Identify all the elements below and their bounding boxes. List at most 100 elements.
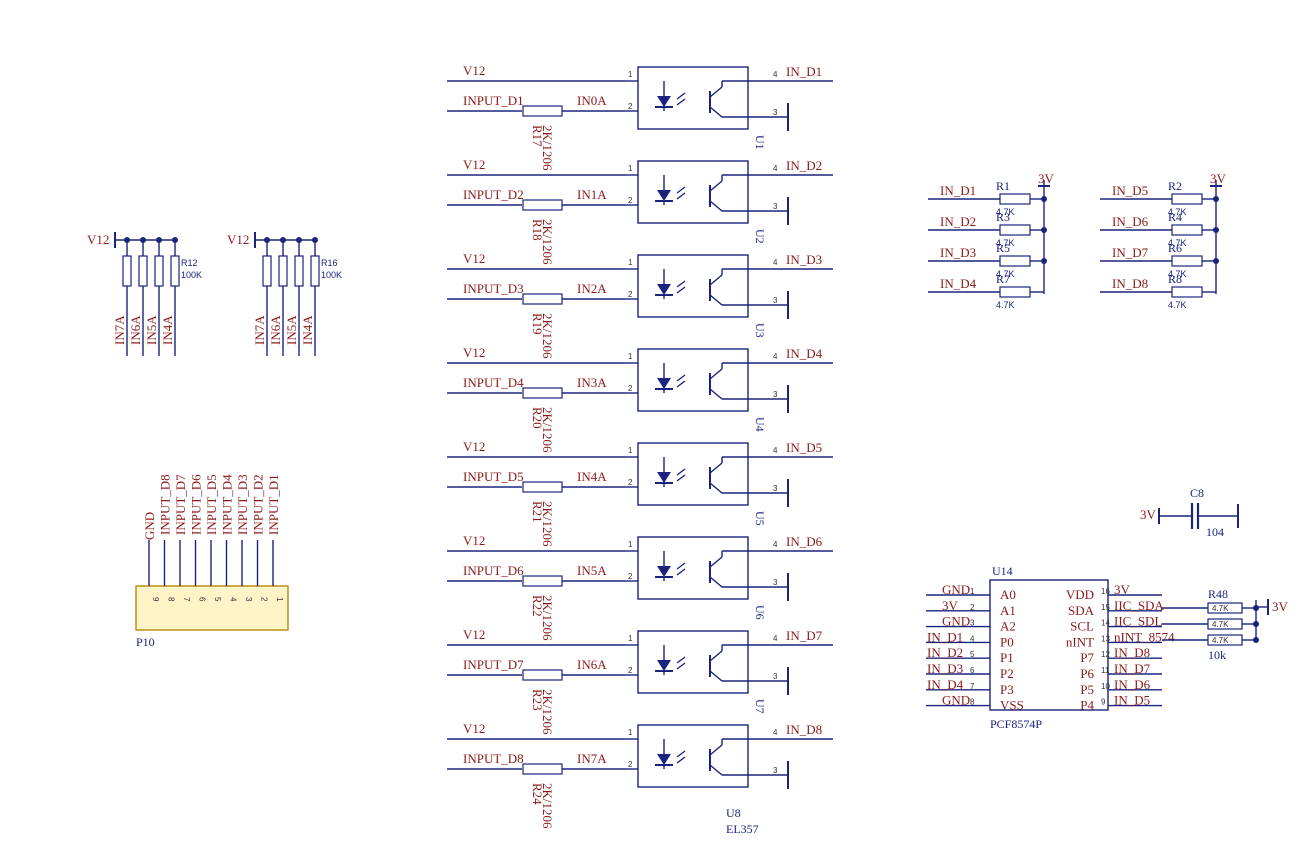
resistor-body	[522, 763, 563, 775]
supply-label: 3V	[1210, 171, 1227, 186]
resistor-value: 4.7K	[996, 238, 1015, 248]
pin-number: 1	[628, 540, 633, 549]
resistor-value: 4.7K	[1212, 620, 1229, 629]
pin-number: 1	[628, 258, 633, 267]
net-label: INPUT_D8	[158, 474, 173, 535]
pin-number: 8	[167, 597, 176, 602]
junction-dot	[1213, 196, 1219, 202]
resistor-body	[122, 255, 132, 287]
pin-name: P1	[1000, 650, 1014, 665]
light-arrow	[676, 98, 686, 106]
resistor-value: 2K/1206	[540, 689, 555, 735]
designator: U6	[753, 605, 767, 620]
resistor-body	[1171, 224, 1203, 236]
light-arrow	[676, 192, 686, 200]
pin-number: 4	[773, 352, 778, 361]
resistor-ref: R16	[321, 258, 338, 268]
pin-number: 3	[244, 597, 253, 602]
resistor-body	[999, 224, 1031, 236]
pin-number: 8	[970, 698, 975, 707]
junction-dot	[1253, 637, 1259, 643]
resistor-ref: R19	[530, 313, 545, 335]
net-label: 3V	[942, 598, 959, 613]
net-label: INPUT_D3	[235, 474, 250, 535]
resistor-ref: R21	[530, 501, 545, 523]
pin-number: 12	[1101, 650, 1110, 659]
optocoupler-body	[637, 442, 749, 506]
connector-body	[135, 585, 289, 631]
optocoupler-body	[637, 348, 749, 412]
designator: U4	[753, 417, 767, 432]
optocoupler-body	[637, 66, 749, 130]
resistor-ref: R3	[996, 210, 1010, 224]
resistor-body	[522, 387, 563, 399]
transistor-emitter	[709, 200, 723, 212]
net-label: INPUT_D6	[189, 474, 204, 535]
pin-number: 10	[1101, 682, 1110, 691]
supply-label: V12	[463, 721, 485, 736]
light-arrow	[676, 286, 686, 294]
transistor-emitter	[709, 294, 723, 306]
output-net-label: IN_D6	[786, 534, 823, 549]
supply-label: V12	[463, 439, 485, 454]
transistor-emitter	[709, 764, 723, 776]
net-label: IN_D7	[1112, 245, 1149, 260]
node-net-label: IN1A	[577, 187, 607, 202]
resistor-body	[262, 255, 272, 287]
pin-number: 1	[970, 587, 975, 596]
pin-number: 1	[275, 597, 284, 602]
pin-number: 14	[1101, 619, 1110, 628]
pin-number: 2	[628, 384, 633, 393]
pin-number: 2	[628, 572, 633, 581]
net-label: IN6A	[268, 315, 283, 345]
net-label: INPUT_D5	[204, 474, 219, 535]
pin-number: 4	[970, 634, 975, 643]
node-net-label: IN4A	[577, 469, 607, 484]
pin-name: VDD	[1066, 587, 1094, 602]
net-label: nINT_8574	[1114, 629, 1175, 644]
pin-number: 4	[773, 540, 778, 549]
supply-label: V12	[463, 63, 485, 78]
net-label: IN_D3	[927, 661, 963, 676]
input-net-label: INPUT_D7	[463, 657, 524, 672]
pin-number: 2	[260, 597, 269, 602]
resistor-value: 4.7K	[996, 269, 1015, 279]
net-label: INPUT_D1	[266, 474, 281, 535]
resistor-value: 4.7K	[1168, 269, 1187, 279]
input-net-label: INPUT_D5	[463, 469, 524, 484]
light-arrow	[676, 374, 686, 382]
pin-number: 4	[773, 728, 778, 737]
pin-number: 13	[1101, 634, 1110, 643]
resistor-value: 4.7K	[1168, 238, 1187, 248]
net-label: IIC_SDL	[1114, 614, 1162, 629]
input-net-label: INPUT_D4	[463, 375, 524, 390]
net-label: IN6A	[128, 315, 143, 345]
designator: U2	[753, 229, 767, 244]
pin-number: 1	[628, 446, 633, 455]
transistor-emitter	[709, 576, 723, 588]
junction-dot	[1213, 258, 1219, 264]
led-icon	[657, 190, 671, 201]
pin-number: 3	[773, 578, 778, 587]
pin-number: 6	[970, 666, 975, 675]
resistor-ref: R8	[1168, 272, 1182, 286]
resistor-value: 100K	[321, 270, 342, 280]
net-label: IN_D1	[940, 183, 976, 198]
resistor-value: 4.7K	[1212, 636, 1229, 645]
net-label: IN_D6	[1112, 214, 1149, 229]
resistor-ref: R6	[1168, 241, 1182, 255]
supply-label: V12	[463, 627, 485, 642]
pin-name: VSS	[1000, 698, 1024, 713]
pin-name: A1	[1000, 603, 1016, 618]
resistor-value: 4.7K	[1168, 207, 1187, 217]
led-icon	[657, 754, 671, 765]
net-label: 3V	[1114, 582, 1131, 597]
pin-number: 2	[628, 478, 633, 487]
output-net-label: IN_D7	[786, 628, 823, 643]
